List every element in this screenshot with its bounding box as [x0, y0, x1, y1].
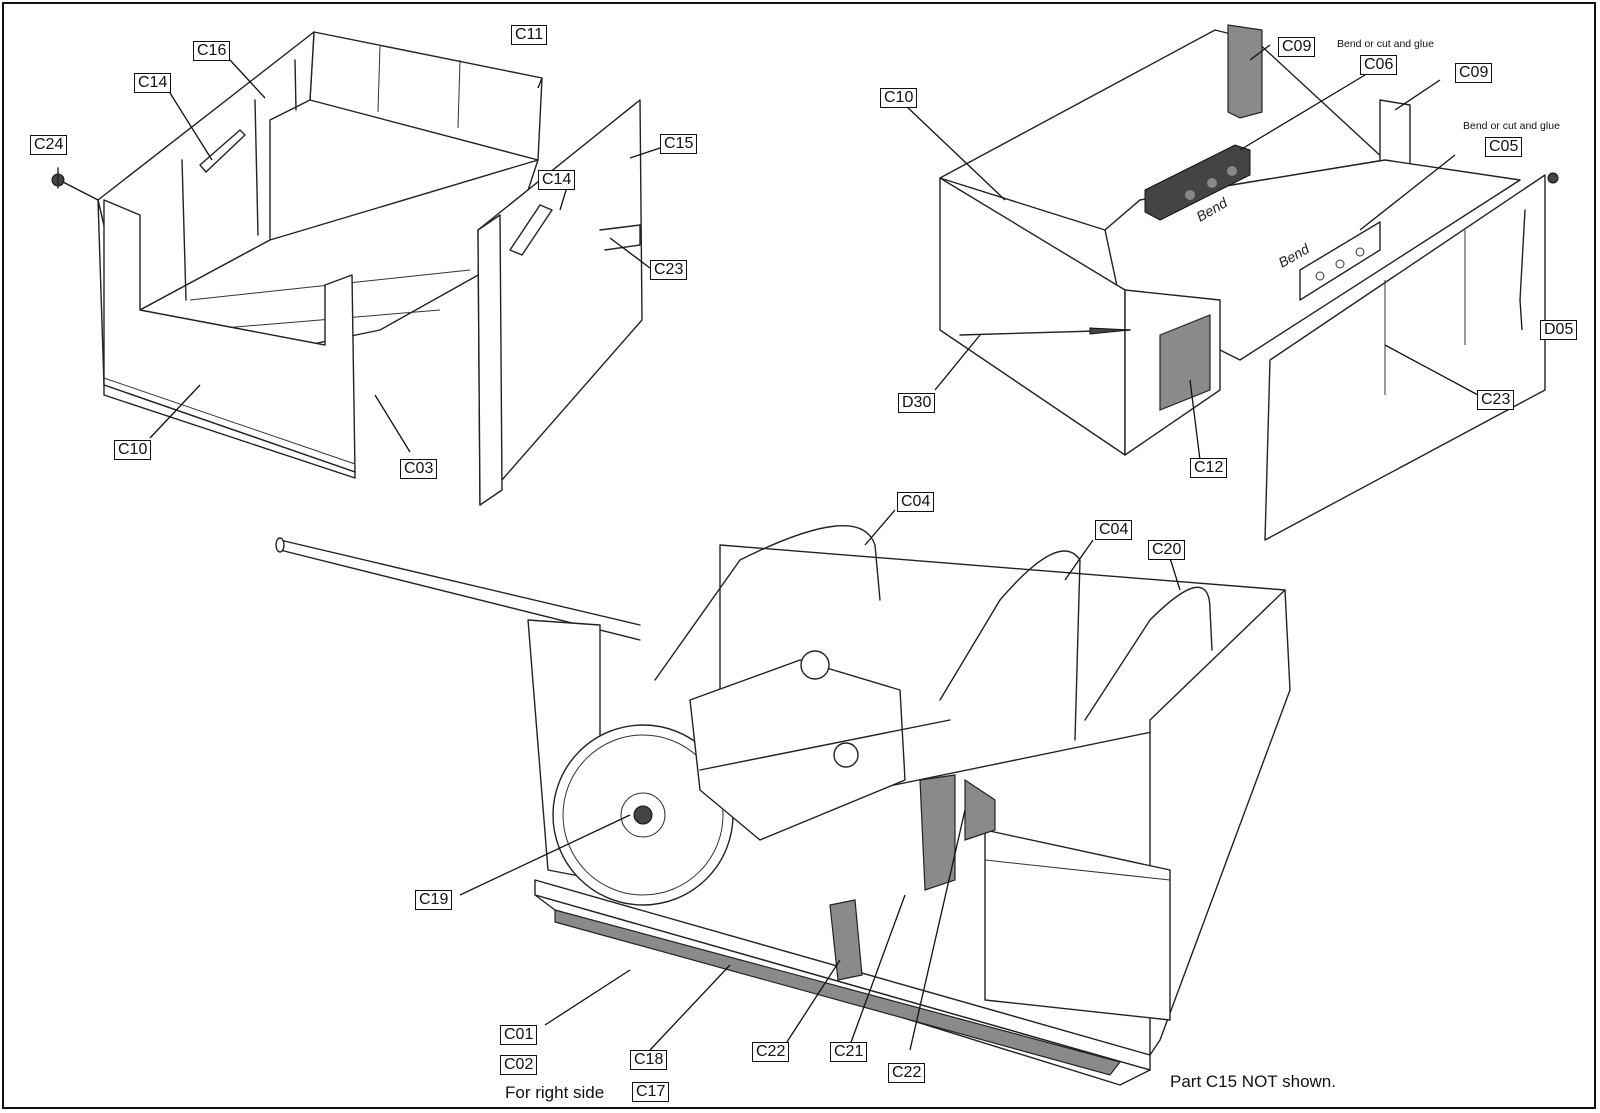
part-label-c22-right: C22 — [888, 1063, 926, 1083]
note-bend-glue-c09: Bend or cut and glue — [1337, 38, 1434, 50]
part-label-c12: C12 — [1190, 458, 1228, 478]
part-label-c23-left: C23 — [650, 260, 688, 280]
part-label-c09-top: C09 — [1278, 37, 1316, 57]
part-label-c11: C11 — [511, 25, 548, 45]
note-bend-glue-c05: Bend or cut and glue — [1463, 120, 1560, 132]
part-label-c10-right: C10 — [880, 88, 918, 108]
top-left-assembly — [51, 31, 643, 506]
part-label-c21: C21 — [830, 1042, 868, 1062]
part-label-c23-right: C23 — [1477, 390, 1515, 410]
leader-lines — [62, 44, 1523, 1051]
bottom-assembly — [275, 525, 1291, 1086]
part-label-c17: C17 — [632, 1082, 670, 1102]
part-label-c22-left: C22 — [752, 1042, 790, 1062]
part-label-c01: C01 — [500, 1025, 538, 1045]
part-label-c14-right: C14 — [538, 170, 576, 190]
part-label-c06: C06 — [1360, 55, 1398, 75]
part-label-c02: C02 — [500, 1055, 538, 1075]
note-for-right-side: For right side — [505, 1083, 605, 1102]
part-label-c19: C19 — [415, 890, 453, 910]
part-label-c15: C15 — [660, 134, 698, 154]
part-label-c10-left: C10 — [114, 440, 152, 460]
part-label-c05: C05 — [1485, 137, 1523, 157]
note-c15-not-shown: Part C15 NOT shown. — [1170, 1072, 1336, 1091]
part-label-c04-right: C04 — [1095, 520, 1133, 540]
part-label-c09-right: C09 — [1455, 63, 1493, 83]
part-label-c04-left: C04 — [897, 492, 935, 512]
part-label-c03: C03 — [400, 459, 438, 479]
part-label-c18: C18 — [630, 1050, 668, 1070]
part-label-c20: C20 — [1148, 540, 1186, 560]
part-label-d30: D30 — [898, 393, 936, 413]
part-label-c14-left: C14 — [134, 73, 172, 93]
part-label-c16: C16 — [193, 41, 231, 61]
top-right-assembly — [939, 24, 1559, 541]
part-label-d05: D05 — [1540, 320, 1578, 340]
part-label-c24: C24 — [30, 135, 68, 155]
